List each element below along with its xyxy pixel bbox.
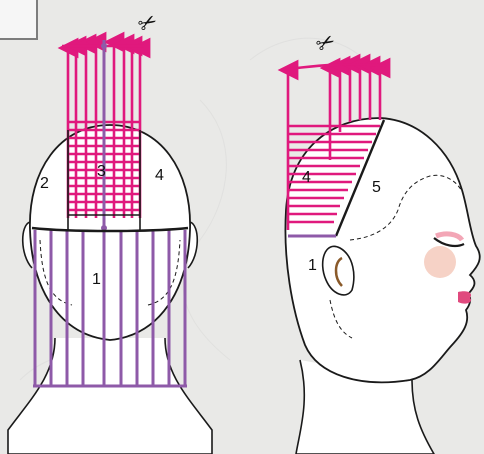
back-view-label-bottom: 1 — [92, 271, 101, 288]
side-view-label-nape: 1 — [308, 257, 317, 274]
back-view-label-center: 3 — [97, 163, 106, 180]
side-view-label-crown: 5 — [372, 179, 381, 196]
back-view-skull — [30, 125, 190, 340]
back-view-center-dot-top — [101, 43, 107, 49]
back-view-label-left: 2 — [40, 175, 49, 192]
back-view-scissors-icon: ✂ — [134, 8, 162, 39]
side-view-label-top: 4 — [302, 169, 311, 186]
back-view-label-right: 4 — [155, 167, 164, 184]
side-view-blush — [424, 246, 456, 278]
window-corner-tab — [0, 0, 38, 40]
side-view-scissors-icon: ✂ — [312, 28, 340, 59]
back-view-head — [8, 125, 212, 454]
side-view-lips — [458, 291, 471, 303]
side-view-head — [285, 118, 479, 454]
back-view-neck — [8, 338, 212, 454]
